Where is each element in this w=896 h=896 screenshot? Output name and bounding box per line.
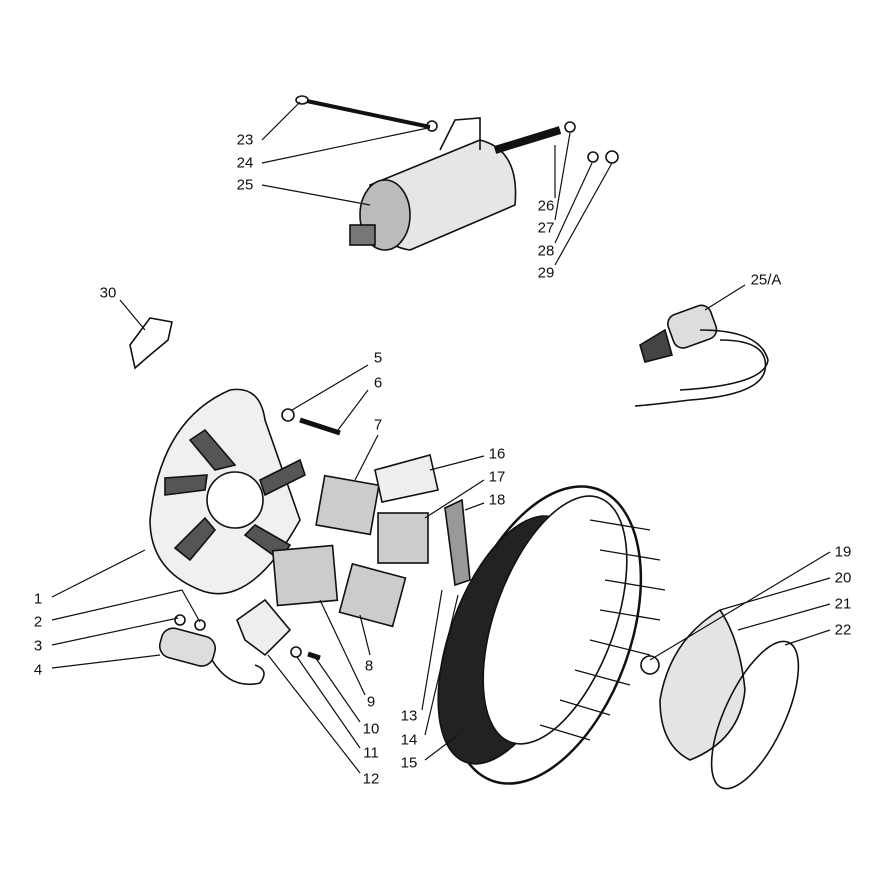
callout-11: 11 xyxy=(363,744,379,762)
callout-3: 3 xyxy=(33,637,43,655)
callout-6: 6 xyxy=(373,374,383,392)
callout-21: 21 xyxy=(834,595,852,613)
callout-25: 25 xyxy=(236,176,254,194)
gasket-ring-part xyxy=(710,640,800,790)
callout-12: 12 xyxy=(362,770,380,788)
callout-28: 28 xyxy=(537,242,555,260)
callout-25a: 25/A xyxy=(750,271,782,289)
callout-23: 23 xyxy=(236,131,254,149)
callout-7: 7 xyxy=(373,416,383,434)
callout-15: 15 xyxy=(400,754,418,772)
callout-27: 27 xyxy=(537,219,555,237)
callout-19: 19 xyxy=(834,543,852,561)
callout-29: 29 xyxy=(537,264,555,282)
clip-part xyxy=(129,317,173,370)
callout-2: 2 xyxy=(33,613,43,631)
callout-8: 8 xyxy=(364,657,374,675)
callout-22: 22 xyxy=(834,621,852,639)
callout-18: 18 xyxy=(488,491,506,509)
callout-10: 10 xyxy=(362,720,380,738)
callout-17: 17 xyxy=(488,468,506,486)
callout-1: 1 xyxy=(33,590,43,608)
callout-9: 9 xyxy=(366,693,376,711)
contact-breaker-part xyxy=(236,598,292,657)
callout-30: 30 xyxy=(99,284,117,302)
callout-16: 16 xyxy=(488,445,506,463)
nut-part xyxy=(640,655,660,675)
condenser-part xyxy=(158,614,265,685)
washer-part xyxy=(281,408,295,422)
screw-part xyxy=(299,417,341,436)
flywheel-part xyxy=(437,485,666,785)
callout-14: 14 xyxy=(400,731,418,749)
callout-13: 13 xyxy=(400,707,418,725)
callout-24: 24 xyxy=(236,154,254,172)
callout-26: 26 xyxy=(537,197,555,215)
callout-20: 20 xyxy=(834,569,852,587)
leader-lines xyxy=(51,101,831,774)
cover-part xyxy=(659,608,746,761)
coils-part xyxy=(271,454,471,628)
relay-part xyxy=(634,304,769,407)
callout-5: 5 xyxy=(373,349,383,367)
starter-motor-part xyxy=(295,95,619,251)
callout-4: 4 xyxy=(33,661,43,679)
stator-plate-part xyxy=(149,388,306,595)
